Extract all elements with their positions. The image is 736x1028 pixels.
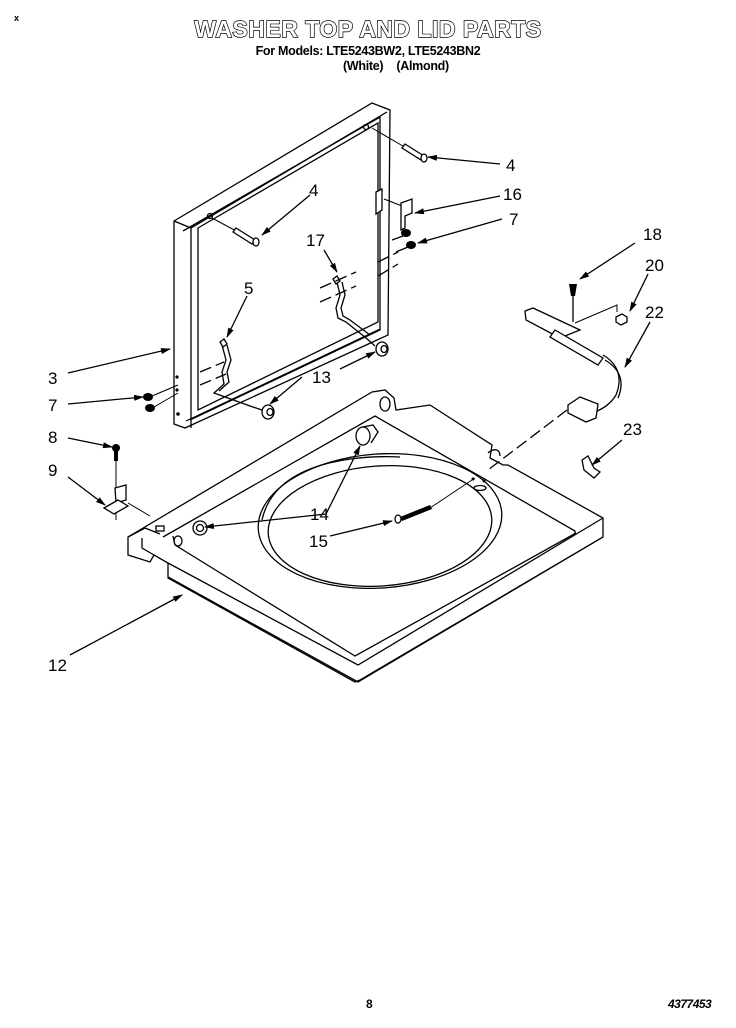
screws-right xyxy=(391,229,416,253)
callout-7-left: 7 xyxy=(48,396,57,415)
callout-8: 8 xyxy=(48,428,57,447)
screw-and-clip-left xyxy=(102,444,151,520)
page-number: 8 xyxy=(366,997,373,1011)
callout-15: 15 xyxy=(309,532,328,551)
page-title: WASHER TOP AND LID PARTS xyxy=(194,15,542,42)
models-subtitle: For Models: LTE5243BW2, LTE5243BN2 xyxy=(255,44,481,58)
callout-20: 20 xyxy=(645,256,664,275)
lid-frame xyxy=(173,102,391,429)
lid-switch-bracket-shape xyxy=(383,198,413,232)
document-number: 4377453 xyxy=(668,997,712,1011)
callout-22: 22 xyxy=(645,303,664,322)
callout-16: 16 xyxy=(503,185,522,204)
lid-bumpers xyxy=(192,424,379,536)
corner-mark: x xyxy=(14,13,20,23)
callout-7-right: 7 xyxy=(509,210,518,229)
color-variants: (White) (Almond) xyxy=(343,59,449,73)
callout-4-right: 4 xyxy=(506,156,515,175)
callout-leaders xyxy=(67,154,651,656)
washer-top xyxy=(127,389,604,683)
callout-14: 14 xyxy=(310,505,329,524)
callout-5: 5 xyxy=(244,279,253,298)
callout-23: 23 xyxy=(623,420,642,439)
callout-4-left: 4 xyxy=(309,181,318,200)
callout-9: 9 xyxy=(48,461,57,480)
pins xyxy=(211,127,428,247)
callout-labels: 4 4 16 7 17 18 20 22 5 3 7 13 8 9 23 14 … xyxy=(48,156,664,675)
screws-left xyxy=(143,384,179,412)
callout-13: 13 xyxy=(312,368,331,387)
callout-12: 12 xyxy=(48,656,67,675)
wire-clip-23 xyxy=(581,455,602,479)
screw-15 xyxy=(394,477,476,524)
callout-3: 3 xyxy=(48,369,57,388)
hinge-rods xyxy=(199,251,399,420)
callout-17: 17 xyxy=(306,231,325,250)
lid-switch-assembly xyxy=(487,284,628,471)
callout-18: 18 xyxy=(643,225,662,244)
